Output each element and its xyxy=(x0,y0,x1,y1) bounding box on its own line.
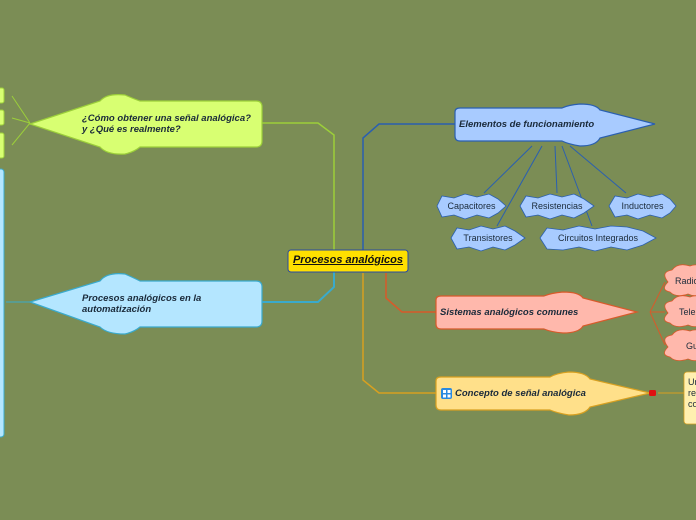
element-capacitores-label: Capacitores xyxy=(447,201,496,211)
connector-como xyxy=(262,122,335,263)
grid-icon xyxy=(441,388,452,399)
como-child-box-2[interactable] xyxy=(0,109,5,126)
element-inductores-label: Inductores xyxy=(621,201,664,211)
note-marker-icon[interactable] xyxy=(649,390,656,396)
topic-elementos-shape[interactable] xyxy=(454,103,656,147)
topic-como-label: ¿Cómo obtener una señal analógica? y ¿Qu… xyxy=(82,113,251,135)
sistema-radio-label: Radio xyxy=(675,276,696,286)
topic-concepto-shape[interactable] xyxy=(435,371,651,416)
element-resistencias-shape[interactable] xyxy=(519,193,595,220)
connector-sistemas xyxy=(385,273,436,313)
topic-sistemas-shape[interactable] xyxy=(435,291,640,334)
sistema-gu-shape[interactable] xyxy=(664,329,696,361)
connector-elementos-children xyxy=(483,145,627,227)
connector-elementos xyxy=(362,123,455,252)
automatizacion-child-box[interactable] xyxy=(0,168,5,438)
concepto-note-line-3: co xyxy=(688,399,696,409)
connector-como-children xyxy=(11,95,31,146)
element-transistores-label: Transistores xyxy=(463,233,513,243)
element-resistencias-label: Resistencias xyxy=(531,201,583,211)
element-inductores-shape[interactable] xyxy=(608,193,677,220)
topic-como-shape[interactable] xyxy=(28,94,263,155)
connector-sistemas-children xyxy=(649,281,666,346)
concepto-note-line-1: Un xyxy=(688,377,696,387)
topic-automatizacion-shape[interactable] xyxy=(28,273,263,335)
element-capacitores-shape[interactable] xyxy=(436,193,507,220)
topic-automatizacion-label: Procesos analógicos en la automatización xyxy=(82,293,202,315)
concepto-note-line-2: re xyxy=(688,388,696,398)
central-node-shape[interactable] xyxy=(287,249,409,273)
topic-elementos-label: Elementos de funcionamiento xyxy=(459,119,595,130)
connector-concepto xyxy=(362,273,436,394)
como-child-box-1[interactable] xyxy=(0,87,5,104)
sistema-tele-shape[interactable] xyxy=(664,295,696,327)
sistema-radio-shape[interactable] xyxy=(664,264,696,296)
element-transistores-shape[interactable] xyxy=(450,225,526,252)
element-circuitos-label: Circuitos Integrados xyxy=(557,233,639,243)
element-circuitos-shape[interactable] xyxy=(539,225,657,252)
central-node-label: Procesos analógicos xyxy=(292,254,404,266)
topic-concepto-label: Concepto de señal analógica xyxy=(455,388,586,399)
concepto-note-box[interactable] xyxy=(683,371,696,425)
topic-sistemas-label: Sistemas analógicos comunes xyxy=(440,307,579,318)
sistema-tele-label: Tele xyxy=(679,307,696,317)
como-child-box-3[interactable] xyxy=(0,132,5,159)
sistema-gu-label: Gu xyxy=(686,341,696,351)
